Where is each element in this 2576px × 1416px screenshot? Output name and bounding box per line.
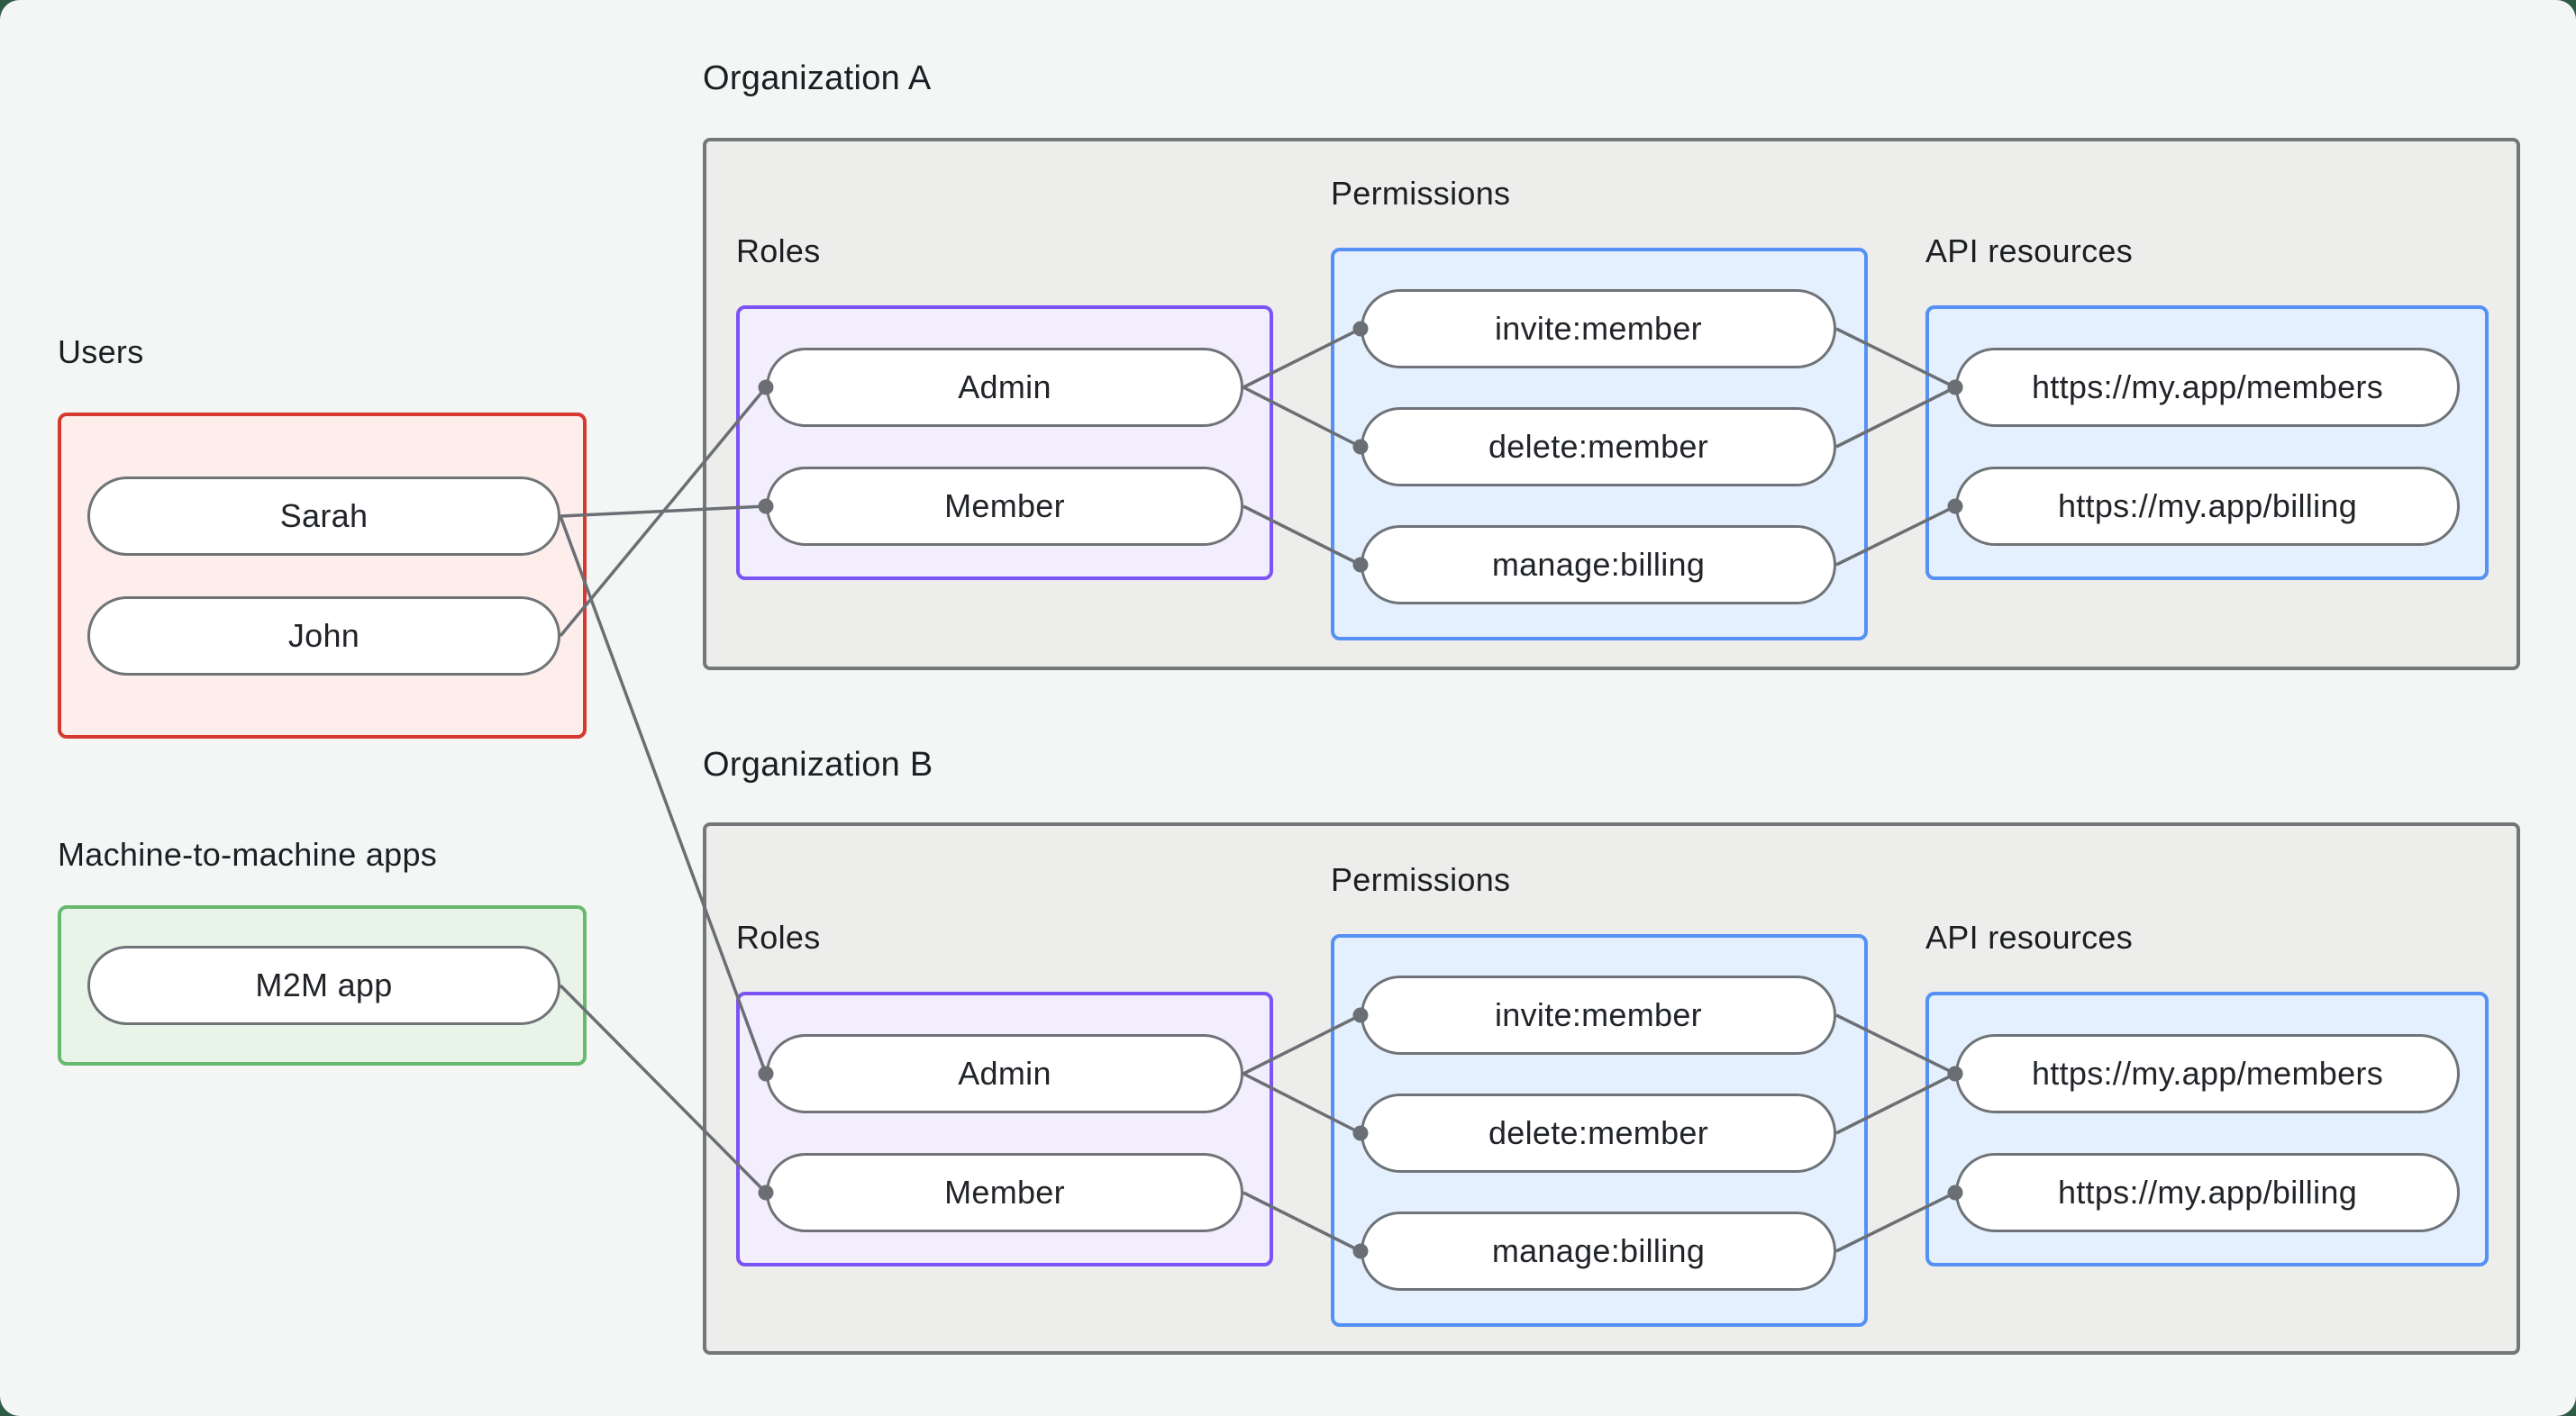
org-a-api-resource-billing: https://my.app/billing: [1955, 467, 2460, 546]
users-group-label: Users: [58, 333, 144, 370]
users-group-box: [58, 413, 587, 739]
org-b-title: Organization B: [703, 746, 933, 784]
org-b-permission-manage-billing: manage:billing: [1361, 1212, 1836, 1291]
user-node-sarah: Sarah: [87, 477, 560, 556]
org-a-permissions-label: Permissions: [1331, 175, 1511, 212]
org-b-api-resource-billing: https://my.app/billing: [1955, 1153, 2460, 1232]
org-b-permissions-label: Permissions: [1331, 861, 1511, 898]
org-b-api-resources-label: API resources: [1925, 919, 2133, 956]
org-a-role-admin: Admin: [766, 348, 1243, 427]
org-b-permission-delete-member: delete:member: [1361, 1094, 1836, 1173]
org-b-role-member: Member: [766, 1153, 1243, 1232]
m2m-app-node: M2M app: [87, 946, 560, 1025]
user-node-john: John: [87, 596, 560, 676]
org-b-permission-invite-member: invite:member: [1361, 976, 1836, 1055]
org-b-role-admin: Admin: [766, 1034, 1243, 1113]
org-a-roles-label: Roles: [736, 232, 821, 269]
org-a-api-resources-label: API resources: [1925, 232, 2133, 269]
org-b-api-resource-members: https://my.app/members: [1955, 1034, 2460, 1113]
org-a-title: Organization A: [703, 59, 932, 97]
org-a-permission-invite-member: invite:member: [1361, 289, 1836, 368]
org-a-api-resource-members: https://my.app/members: [1955, 348, 2460, 427]
org-b-roles-label: Roles: [736, 919, 821, 956]
org-a-role-member: Member: [766, 467, 1243, 546]
m2m-group-label: Machine-to-machine apps: [58, 836, 438, 873]
org-a-permission-manage-billing: manage:billing: [1361, 525, 1836, 604]
org-a-permission-delete-member: delete:member: [1361, 407, 1836, 486]
